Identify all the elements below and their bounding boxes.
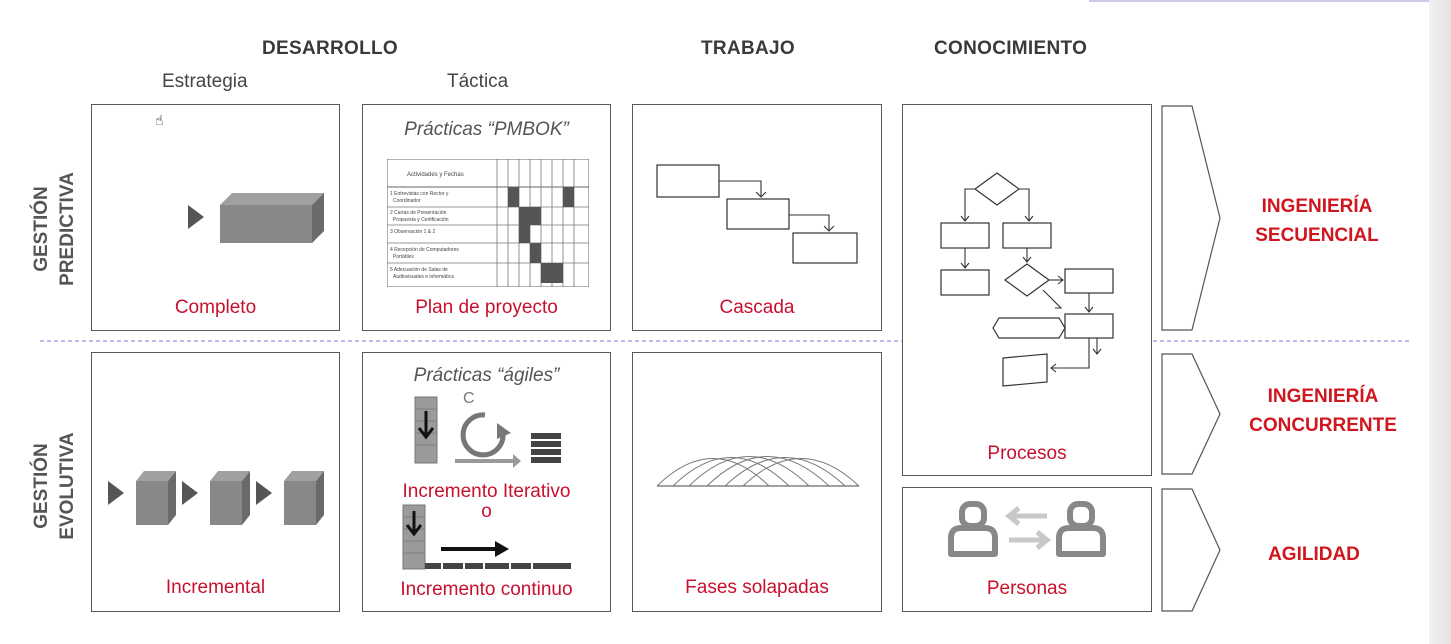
- result-agilidad: AGILIDAD: [1268, 544, 1360, 565]
- label-o: o: [481, 501, 492, 522]
- result-ingenieria-secuencial: INGENIERÍA SECUENCIAL: [1232, 192, 1402, 250]
- cell-cascada: Cascada: [632, 104, 882, 331]
- hand-cursor-icon: ☝: [155, 112, 164, 128]
- cell-completo: ☝ Completo: [91, 104, 340, 331]
- svg-text:C: C: [463, 390, 475, 407]
- cell-plan-proyecto: Prácticas “PMBOK” Actividades: [362, 104, 611, 331]
- header-conocimiento: CONOCIMIENTO: [934, 38, 1088, 59]
- result-ingenieria-concurrente: INGENIERÍA CONCURRENTE: [1228, 382, 1418, 440]
- incremental-blocks-graphic: [108, 471, 324, 525]
- cell-incremental: Incremental: [91, 352, 340, 612]
- svg-text:Coordinador: Coordinador: [393, 198, 421, 204]
- process-flowchart-graphic: [940, 172, 1114, 387]
- people-exchange-graphic: [948, 501, 1106, 557]
- svg-text:3 Observación 1 & 2: 3 Observación 1 & 2: [390, 229, 436, 235]
- cell-fases-solapadas: Fases solapadas: [632, 352, 882, 612]
- waterfall-graphic: [656, 164, 858, 264]
- chevron-arrow-icon: [1161, 353, 1221, 475]
- row-label-evolutiva: GESTIÓN EVOLUTIVA: [29, 401, 81, 571]
- label-incremento-continuo: Incremento continuo: [400, 579, 573, 600]
- svg-text:Actividades y Fechas: Actividades y Fechas: [407, 172, 464, 178]
- top-edge-line: [1089, 0, 1429, 2]
- svg-text:Portátiles: Portátiles: [393, 254, 414, 260]
- row-label-line: EVOLUTIVA: [57, 432, 78, 540]
- header-desarrollo: DESARROLLO: [262, 38, 398, 59]
- label-procesos: Procesos: [987, 443, 1067, 464]
- window-scrollbar[interactable]: [1429, 0, 1451, 644]
- result-line: INGENIERÍA: [1267, 386, 1379, 407]
- svg-text:1 Entrevistas con Rector y: 1 Entrevistas con Rector y: [390, 191, 449, 197]
- person-icon: [959, 501, 987, 529]
- svg-text:5 Adecuación de Salas de: 5 Adecuación de Salas de: [390, 267, 448, 273]
- label-fases-solapadas: Fases solapadas: [685, 577, 829, 598]
- subheader-tactica: Táctica: [447, 71, 509, 92]
- row-label-predictiva: GESTIÓN PREDICTIVA: [29, 144, 81, 314]
- svg-text:2 Cartas de Presentación: 2 Cartas de Presentación: [390, 210, 447, 216]
- title-practicas-agiles: Prácticas “ágiles”: [413, 365, 560, 386]
- label-plan-proyecto: Plan de proyecto: [415, 297, 558, 318]
- continuous-graphic: [402, 504, 571, 570]
- subheader-estrategia: Estrategia: [162, 71, 248, 92]
- row-label-line: GESTIÓN: [31, 186, 52, 272]
- iterative-graphic: C: [414, 390, 561, 468]
- label-incremento-iterativo: Incremento Iterativo: [402, 481, 571, 502]
- row-divider: [40, 340, 1410, 342]
- chevron-arrow-icon: [1161, 488, 1221, 612]
- person-icon: [1067, 501, 1095, 529]
- title-practicas-pmbok: Prácticas “PMBOK”: [404, 119, 569, 140]
- label-cascada: Cascada: [719, 297, 795, 318]
- svg-text:Audiovisuales e informática: Audiovisuales e informática: [393, 274, 454, 280]
- chevron-arrow-icon: [1161, 105, 1221, 331]
- result-line: SECUENCIAL: [1255, 225, 1379, 246]
- cell-practicas-agiles: Prácticas “ágiles” C Incremento Iterativ…: [362, 352, 611, 612]
- header-trabajo: TRABAJO: [701, 38, 795, 59]
- row-label-line: GESTIÓN: [31, 443, 52, 529]
- result-line: CONCURRENTE: [1249, 415, 1397, 436]
- result-line: INGENIERÍA: [1261, 196, 1373, 217]
- svg-text:4 Recepción de Computadores: 4 Recepción de Computadores: [390, 247, 459, 253]
- label-incremental: Incremental: [165, 577, 266, 598]
- gantt-table-graphic: Actividades y Fechas 1 Entrevistas con R…: [387, 159, 589, 287]
- svg-text:Propuesta y Certificación: Propuesta y Certificación: [393, 217, 449, 223]
- cell-personas: Personas: [902, 487, 1152, 612]
- complete-block-graphic: ☝: [155, 112, 324, 243]
- overlapping-phases-graphic: [656, 456, 860, 487]
- label-personas: Personas: [986, 578, 1068, 599]
- row-label-line: PREDICTIVA: [57, 172, 78, 286]
- label-completo: Completo: [174, 297, 257, 318]
